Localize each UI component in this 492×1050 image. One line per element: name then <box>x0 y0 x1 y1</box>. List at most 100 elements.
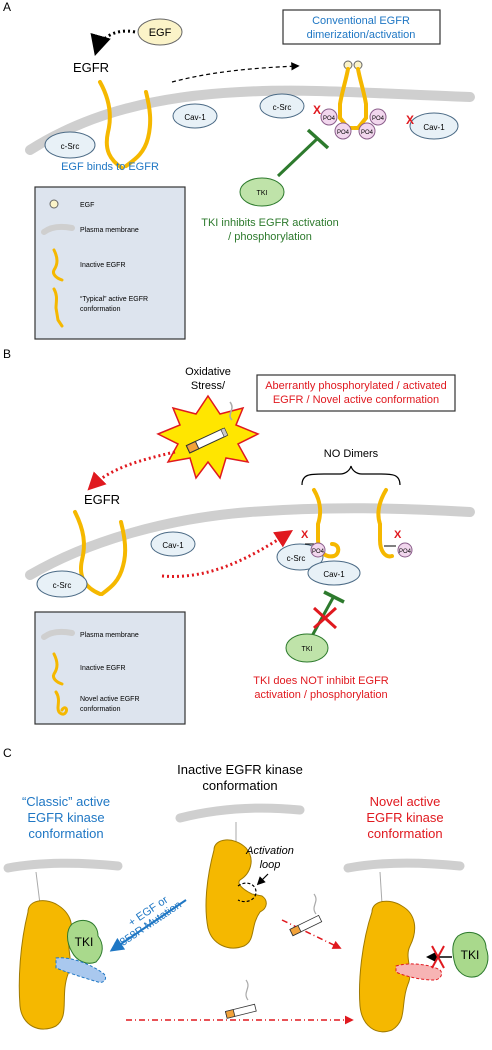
x-mark-b1: X <box>301 529 309 541</box>
classic-title-2: EGFR kinase <box>27 810 104 825</box>
inactive-kinase-body <box>205 839 267 949</box>
active-egfr-1 <box>338 67 354 130</box>
legend-a-active-icon <box>52 287 64 328</box>
inactive-egfr-b2 <box>100 520 128 596</box>
inactive-kinase-title-1: Inactive EGFR kinase <box>177 762 303 777</box>
legend-a <box>34 186 186 340</box>
legend-a-inactive: Inactive EGFR <box>80 262 126 269</box>
activation-loop-pointer <box>256 873 269 886</box>
inactive-egfr-1 <box>98 80 124 170</box>
po4-a3-label: PO4 <box>372 116 385 122</box>
aberrant-box <box>256 374 456 412</box>
tki-b-cross-2 <box>312 606 338 630</box>
c-src-left-b-label: c-Src <box>53 581 72 590</box>
classic-activation-loop <box>55 957 107 983</box>
activation-loop-label-1: Activation <box>245 845 294 857</box>
tki-c-left-label: TKI <box>75 935 94 949</box>
cav1-left-b <box>150 531 196 557</box>
tether-c-left <box>35 871 41 905</box>
novel-egfr-2 <box>376 488 394 559</box>
po4-b1-label: PO4 <box>312 549 325 555</box>
c-src-mid-a-label: c-Src <box>273 103 292 112</box>
novel-kinase-body <box>359 900 416 1033</box>
classic-kinase-body <box>18 900 72 1030</box>
stress-to-egfr-arrow <box>87 450 176 491</box>
tki-a-label: TKI <box>257 190 268 197</box>
active-egfr-2 <box>352 67 368 130</box>
legend-b-novel-icon <box>54 690 68 716</box>
po4-a1 <box>320 108 338 126</box>
cigarette-c-upper-icon <box>289 914 323 937</box>
conventional-box <box>282 9 441 45</box>
po4-a4 <box>358 122 376 140</box>
membrane-c-right <box>343 858 465 873</box>
po4-a2 <box>334 122 352 140</box>
tki-b-label: TKI <box>302 646 313 653</box>
egf-binding-arrow <box>90 29 136 57</box>
tki-inhibition-bar <box>306 128 330 150</box>
cav1-right-a-label: Cav-1 <box>423 123 445 132</box>
activation-loop-label-2: loop <box>260 859 281 871</box>
tki-c-right <box>452 932 489 978</box>
smoke-icon <box>229 401 233 421</box>
egfr-label-a: EGFR <box>73 60 109 75</box>
po4-a4-label: PO4 <box>361 130 374 136</box>
c-src-left-a-label: c-Src <box>61 142 80 151</box>
membrane-c-middle <box>175 803 305 823</box>
legend-a-inactive-icon <box>52 248 64 282</box>
x-mark-b2: X <box>394 529 402 541</box>
classic-activation-arrow <box>109 899 187 952</box>
tether-c-right <box>379 871 383 905</box>
cav1-right-a <box>409 112 459 140</box>
classic-title-1: “Classic” active <box>22 794 110 809</box>
tki-b <box>285 633 329 663</box>
legend-b-novel-2: conformation <box>80 706 121 713</box>
panel-b-letter: B <box>3 347 11 361</box>
cav1-mid-b-label: Cav-1 <box>323 570 345 579</box>
cav1-left-a-label: Cav-1 <box>184 113 206 122</box>
tki-caption-a1: TKI inhibits EGFR activation <box>201 217 339 229</box>
activation-loop-icon <box>237 882 257 903</box>
egf-ligand <box>137 18 183 46</box>
tki-c-right-label: TKI <box>461 948 480 962</box>
inactive-egfr-2 <box>124 90 153 168</box>
panel-c: C Inactive EGFR kinase conformation “Cla… <box>3 746 489 1033</box>
cav1-mid-b <box>307 560 361 586</box>
conventional-box-line1: Conventional EGFR <box>312 15 410 27</box>
no-dimers-label: NO Dimers <box>324 448 379 460</box>
novel-title-3: conformation <box>367 826 442 841</box>
smoke-c-lower-icon <box>245 979 249 1001</box>
po4-b1 <box>310 542 326 558</box>
conventional-box-line2: dimerization/activation <box>307 29 416 41</box>
legend-a-membrane: Plasma membrane <box>80 227 139 234</box>
plasma-membrane <box>25 85 475 155</box>
plasma-membrane-b <box>25 503 475 580</box>
egf-binds-caption: EGF binds to EGFR <box>61 161 159 173</box>
cav1-left-b-label: Cav-1 <box>162 541 184 550</box>
po4-a3 <box>369 108 387 126</box>
tki-b-bar <box>323 590 345 604</box>
x-mark-a2: X <box>406 113 414 127</box>
po4-a1-label: PO4 <box>323 116 336 122</box>
tki-a <box>239 177 285 207</box>
panel-c-letter: C <box>3 746 12 760</box>
legend-b-membrane-icon <box>41 628 75 640</box>
egfr-label-b: EGFR <box>84 492 120 507</box>
legend-b-inactive: Inactive EGFR <box>80 665 126 672</box>
tki-caption-a2: / phosphorylation <box>228 231 312 243</box>
aberrant-box-line2: EGFR / Novel active conformation <box>273 394 439 406</box>
aberrant-box-line1: Aberrantly phosphorylated / activated <box>265 380 447 392</box>
stress-label-2: Stress/ <box>191 380 226 392</box>
novel-activation-arrow-upper <box>281 919 342 949</box>
c-src-mid-a <box>259 93 305 119</box>
tki-caption-b2: activation / phosphorylation <box>254 689 387 701</box>
tki-c-left <box>67 920 103 964</box>
novel-title-2: EGFR kinase <box>366 810 443 825</box>
panel-a: A EGF EGFR c-Src Cav-1 c-Src Cav-1 X X C… <box>3 0 475 340</box>
inactive-kinase-title-2: conformation <box>202 778 277 793</box>
tki-blocked-cross-2 <box>431 945 445 969</box>
egf-ligand-label: EGF <box>149 27 172 39</box>
c-src-left-a <box>44 131 96 159</box>
po4-a2-label: PO4 <box>337 130 350 136</box>
